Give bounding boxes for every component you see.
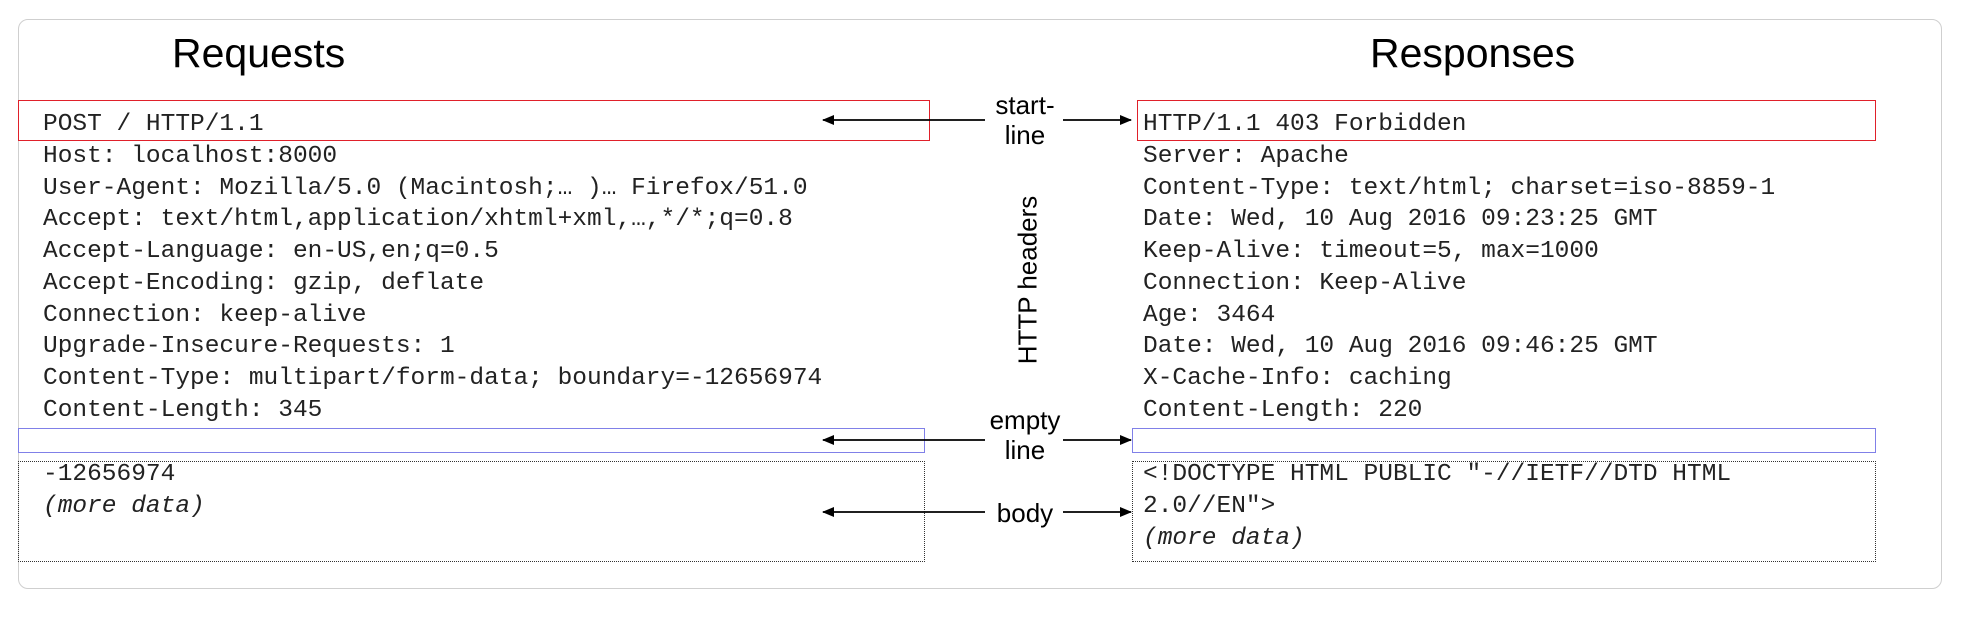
request-header-line: Accept-Language: en-US,en;q=0.5 (43, 238, 499, 265)
response-header-line: Server: Apache (1143, 143, 1349, 170)
request-header-line: User-Agent: Mozilla/5.0 (Macintosh;… )… … (43, 175, 808, 202)
response-empty-line-box (1132, 428, 1876, 453)
response-header-line: Content-Type: text/html; charset=iso-885… (1143, 175, 1776, 202)
request-header-line: Upgrade-Insecure-Requests: 1 (43, 333, 455, 360)
response-body-box (1132, 461, 1876, 562)
response-header-line: Age: 3464 (1143, 302, 1276, 329)
response-body-line: 2.0//EN"> (1143, 493, 1276, 520)
request-header-line: Accept-Encoding: gzip, deflate (43, 270, 485, 297)
request-body-line: (more data) (43, 493, 205, 520)
response-body-line: <!DOCTYPE HTML PUBLIC "-//IETF//DTD HTML (1143, 461, 1732, 488)
request-header-line: Host: localhost:8000 (43, 143, 338, 170)
response-header-line: Keep-Alive: timeout=5, max=1000 (1143, 238, 1599, 265)
body-label: body (996, 498, 1054, 528)
response-start-line-box (1137, 100, 1876, 141)
request-header-line: Connection: keep-alive (43, 302, 367, 329)
response-header-line: Date: Wed, 10 Aug 2016 09:46:25 GMT (1143, 333, 1658, 360)
request-header-line: Content-Length: 345 (43, 397, 323, 424)
request-start-line: POST / HTTP/1.1 (43, 111, 264, 138)
request-header-line: Content-Type: multipart/form-data; bound… (43, 365, 823, 392)
response-header-line: X-Cache-Info: caching (1143, 365, 1452, 392)
request-header-line: Accept: text/html,application/xhtml+xml,… (43, 206, 793, 233)
empty-line-label: empty line (989, 405, 1061, 465)
request-body-line: -12656974 (43, 461, 176, 488)
requests-heading: Requests (172, 30, 346, 76)
start-line-label: start- line (995, 90, 1055, 150)
responses-heading: Responses (1370, 30, 1576, 76)
response-start-line: HTTP/1.1 403 Forbidden (1143, 111, 1467, 138)
diagram-frame (18, 19, 1942, 589)
response-header-line: Date: Wed, 10 Aug 2016 09:23:25 GMT (1143, 206, 1658, 233)
response-header-line: Content-Length: 220 (1143, 397, 1423, 424)
response-body-line: (more data) (1143, 525, 1305, 552)
response-header-line: Connection: Keep-Alive (1143, 270, 1467, 297)
